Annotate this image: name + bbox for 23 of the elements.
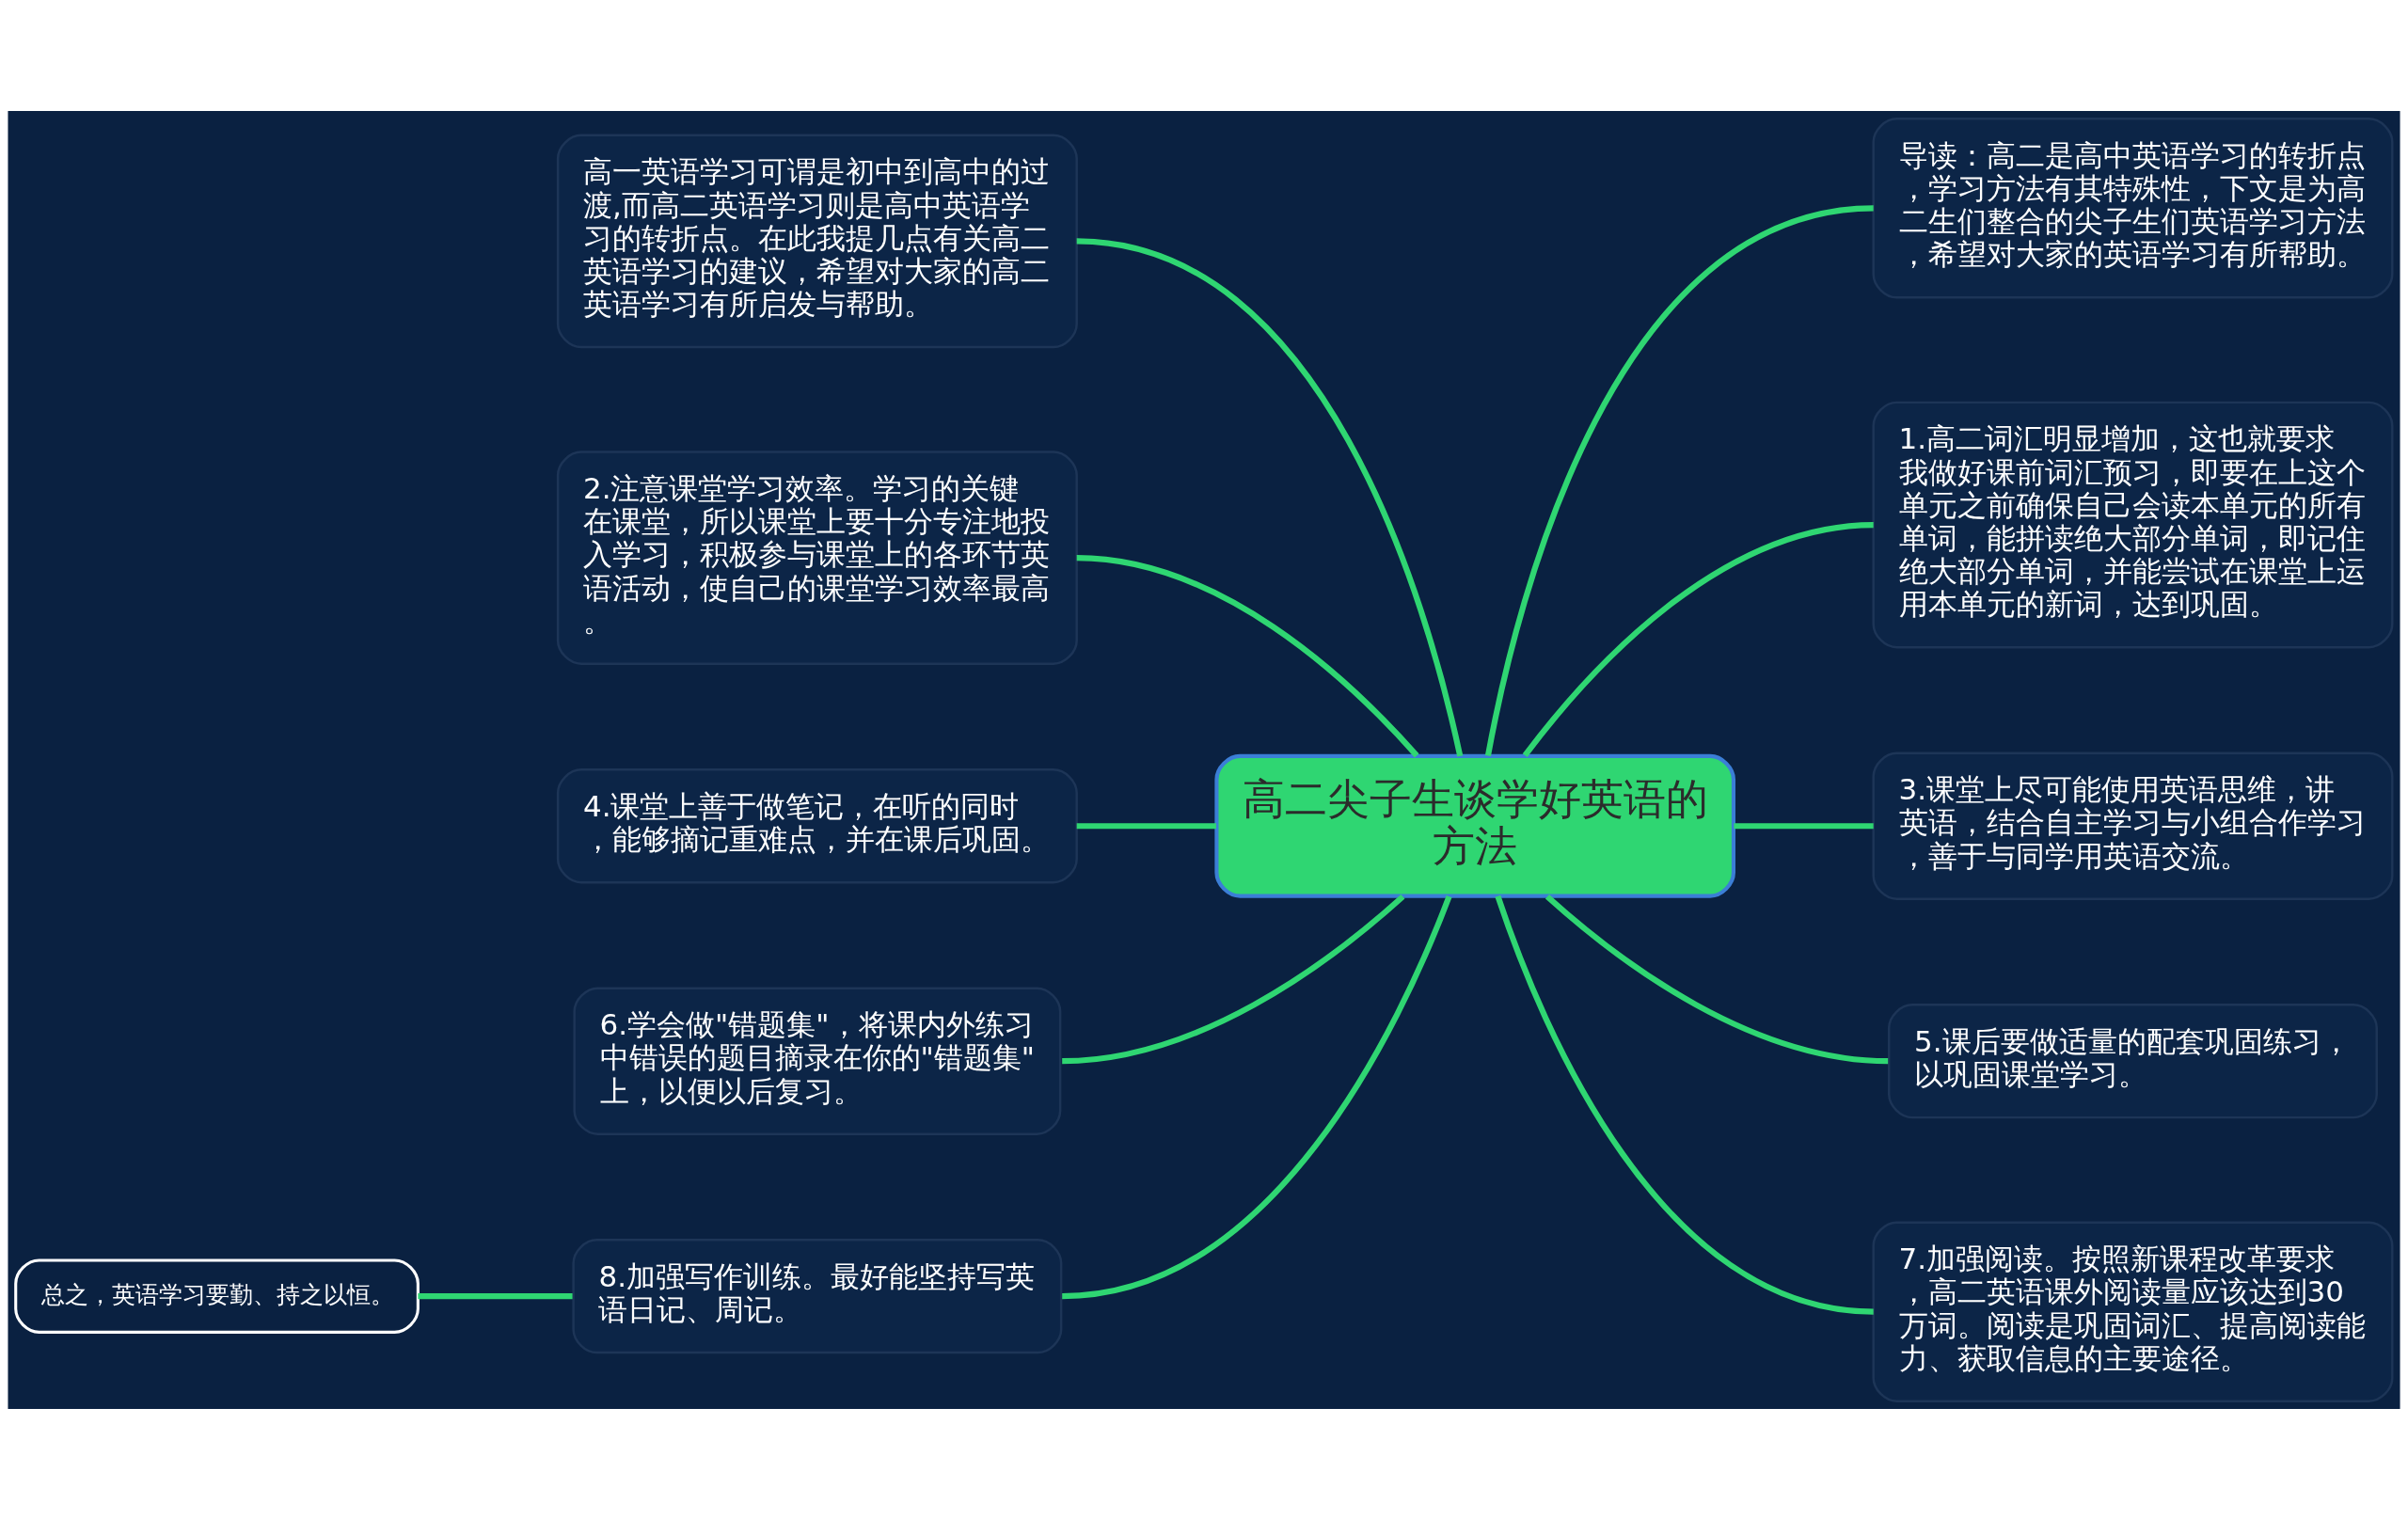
node-box: 4.课堂上善于做笔记，在听的同时，能够摘记重难点，并在课后巩固。 [556,767,1078,883]
connector [1522,521,1874,757]
node-box: 8.加强写作训练。最好能坚持写英语日记、周记。 [572,1238,1063,1353]
node-box: 7.加强阅读。按照新课程改革要求，高二英语课外阅读量应该达到30万词。阅读是巩固词汇、提高阅读能力、获取信息的主要途径。 [1872,1220,2394,1402]
node-box: 6.学会做"错题集"，将课内外练习中错误的题目摘录在你的"错题集"上，以便以后复习。 [573,987,1062,1135]
node-box: 3.课堂上尽可能使用英语思维，讲英语，结合自主学习与小组合作学习，善于与同学用英语交流。 [1872,752,2394,900]
node-box: 2.注意课堂学习效率。学习的关键在课堂，所以课堂上要十分专注地投入学习，积极参与课堂上的各环节英语活动，使自己的课堂学习效率最高。 [556,450,1078,665]
node-box: 总之，英语学习要勤、持之以恒。 [14,1258,420,1334]
node-box: 高二尖子生谈学好英语的方法 [1214,753,1735,898]
node-box: 高一英语学习可谓是初中到高中的过渡,而高二英语学习则是高中英语学习的转折点。在此我提几点有关高二英语学习的建议，希望对大家的高二英语学习有所启发与帮助。 [556,134,1078,348]
connector [1545,894,1889,1064]
connector [1061,894,1452,1299]
node-box: 1.高二词汇明显增加，这也就要求我做好课前词汇预习，即要在上这个单元之前确保自己会读本单元的所有单词，能拼读绝大部分单词，即记住绝大部分单词，并能尝试在课堂上运用本单元的新词，达到巩固。 [1872,401,2394,648]
connector [1076,237,1464,757]
connector [1484,204,1875,756]
connector [418,1292,573,1299]
connector [1734,822,1874,829]
node-box: 导读：高二是高中英语学习的转折点，学习方法有其特殊性，下文是为高二生们整合的尖子生们英语学习方法，希望对大家的英语学习有所帮助。 [1872,117,2394,299]
connector [1495,894,1875,1315]
connector [1076,554,1419,757]
connector [1076,822,1216,829]
node-box: 5.课后要做适量的配套巩固练习，以巩固课堂学习。 [1888,1003,2378,1118]
connector [1062,894,1405,1064]
